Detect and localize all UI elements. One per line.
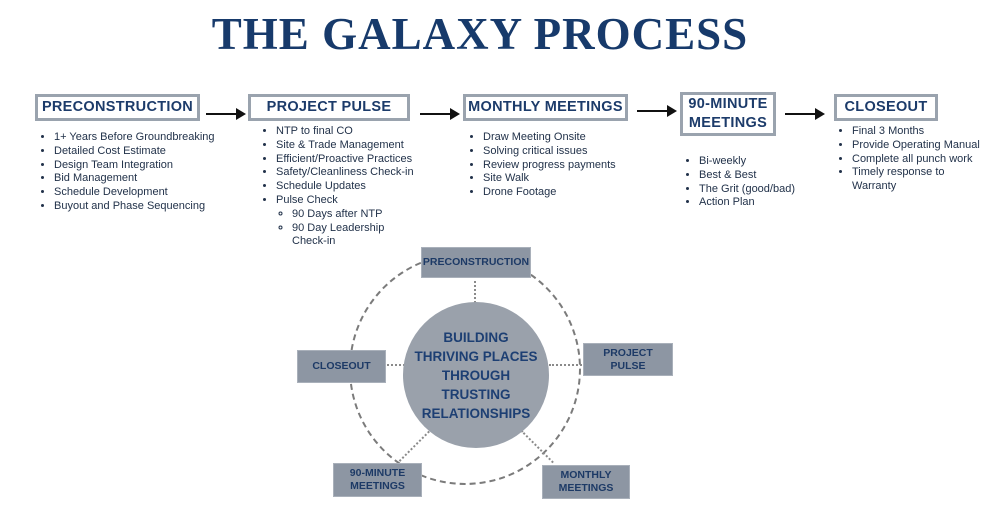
cycle-node-90-minute-meetings: 90-MINUTE MEETINGS xyxy=(333,463,422,497)
stage-label: CLOSEOUT xyxy=(844,99,928,115)
hub-line: THRIVING PLACES xyxy=(414,348,538,364)
arrow-icon xyxy=(785,108,825,120)
connector-line xyxy=(474,276,476,303)
stage-label-line2: MEETINGS xyxy=(688,115,768,131)
monthly-meetings-list: Draw Meeting Onsite Solving critical iss… xyxy=(467,131,663,200)
node-label-line1: 90-MINUTE xyxy=(349,467,406,479)
stage-closeout: CLOSEOUT xyxy=(834,94,938,121)
stage-label-line1: 90-MINUTE xyxy=(688,96,768,112)
hub-line: RELATIONSHIPS xyxy=(421,405,531,421)
list-item: Final 3 Months xyxy=(852,125,1000,139)
cycle-hub: BUILDING THRIVING PLACES THROUGH TRUSTIN… xyxy=(403,302,549,448)
list-item: Site Walk xyxy=(483,172,663,186)
list-item: Buyout and Phase Sequencing xyxy=(54,200,254,214)
stage-monthly-meetings: MONTHLY MEETINGS xyxy=(463,94,628,121)
list-item: Timely response to Warranty xyxy=(852,166,962,194)
list-item: Efficient/Proactive Practices xyxy=(276,153,456,167)
list-item: Schedule Development xyxy=(54,186,254,200)
list-item-label: Pulse Check xyxy=(276,193,338,206)
list-item: Safety/Cleanliness Check-in xyxy=(276,166,456,180)
sub-list-item: 90 Day Leadership Check-in xyxy=(292,222,402,250)
node-label-line1: PROJECT xyxy=(603,346,653,359)
connector-line xyxy=(549,364,585,366)
cycle-node-preconstruction: PRECONSTRUCTION xyxy=(421,247,531,278)
list-item: Review progress payments xyxy=(483,159,663,173)
node-label: CLOSEOUT xyxy=(312,360,371,372)
stage-preconstruction: PRECONSTRUCTION xyxy=(35,94,200,121)
hub-line: TRUSTING xyxy=(441,386,511,402)
list-item: Provide Operating Manual xyxy=(852,139,1000,153)
cycle-node-closeout: CLOSEOUT xyxy=(297,350,386,383)
sub-list-item: 90 Days after NTP xyxy=(292,208,456,222)
list-item: Detailed Cost Estimate xyxy=(54,145,254,159)
list-item: Design Team Integration xyxy=(54,159,254,173)
list-item: Drone Footage xyxy=(483,186,663,200)
list-item: The Grit (good/bad) xyxy=(699,183,829,197)
page-title: THE GALAXY PROCESS xyxy=(211,9,749,59)
stage-label: MONTHLY MEETINGS xyxy=(468,99,623,115)
list-item: Complete all punch work xyxy=(852,153,1000,167)
node-label-line2: MEETINGS xyxy=(558,482,614,494)
list-item: Draw Meeting Onsite xyxy=(483,131,663,145)
list-item: Best & Best xyxy=(699,169,829,183)
node-label: PRECONSTRUCTION xyxy=(422,256,530,268)
list-item: Pulse Check 90 Days after NTP 90 Day Lea… xyxy=(276,194,456,249)
stage-project-pulse: PROJECT PULSE xyxy=(248,94,410,121)
list-item: 1+ Years Before Groundbreaking xyxy=(54,131,254,145)
list-item: Action Plan xyxy=(699,196,829,210)
list-item: Site & Trade Management xyxy=(276,139,456,153)
hub-text: BUILDING THRIVING PLACES THROUGH TRUSTIN… xyxy=(414,328,537,423)
hub-line: BUILDING xyxy=(443,329,509,345)
list-item: Schedule Updates xyxy=(276,180,456,194)
arrow-icon xyxy=(420,108,460,120)
stage-90-minute-meetings: 90-MINUTE MEETINGS xyxy=(680,92,776,136)
stage-label: PROJECT PULSE xyxy=(266,99,392,115)
arrow-icon xyxy=(637,105,677,117)
ninety-minute-list: Bi-weekly Best & Best The Grit (good/bad… xyxy=(683,155,829,210)
list-item: NTP to final CO xyxy=(276,125,456,139)
list-item: Bi-weekly xyxy=(699,155,829,169)
pulse-check-sublist: 90 Days after NTP 90 Day Leadership Chec… xyxy=(276,208,456,249)
list-item: Solving critical issues xyxy=(483,145,663,159)
cycle-node-project-pulse: PROJECT PULSE xyxy=(583,343,673,376)
stage-label: PRECONSTRUCTION xyxy=(41,99,194,115)
connector-line xyxy=(371,364,405,366)
cycle-node-monthly-meetings: MONTHLY MEETINGS xyxy=(542,465,630,499)
list-item: Bid Management xyxy=(54,172,254,186)
node-label-line1: MONTHLY xyxy=(560,469,612,481)
closeout-list: Final 3 Months Provide Operating Manual … xyxy=(836,125,1000,194)
hub-line: THROUGH xyxy=(441,367,511,383)
node-label-line2: PULSE xyxy=(610,359,646,372)
preconstruction-list: 1+ Years Before Groundbreaking Detailed … xyxy=(38,131,254,214)
node-label-line2: MEETINGS xyxy=(350,480,405,492)
arrow-icon xyxy=(206,108,246,120)
project-pulse-list: NTP to final CO Site & Trade Management … xyxy=(260,125,456,249)
